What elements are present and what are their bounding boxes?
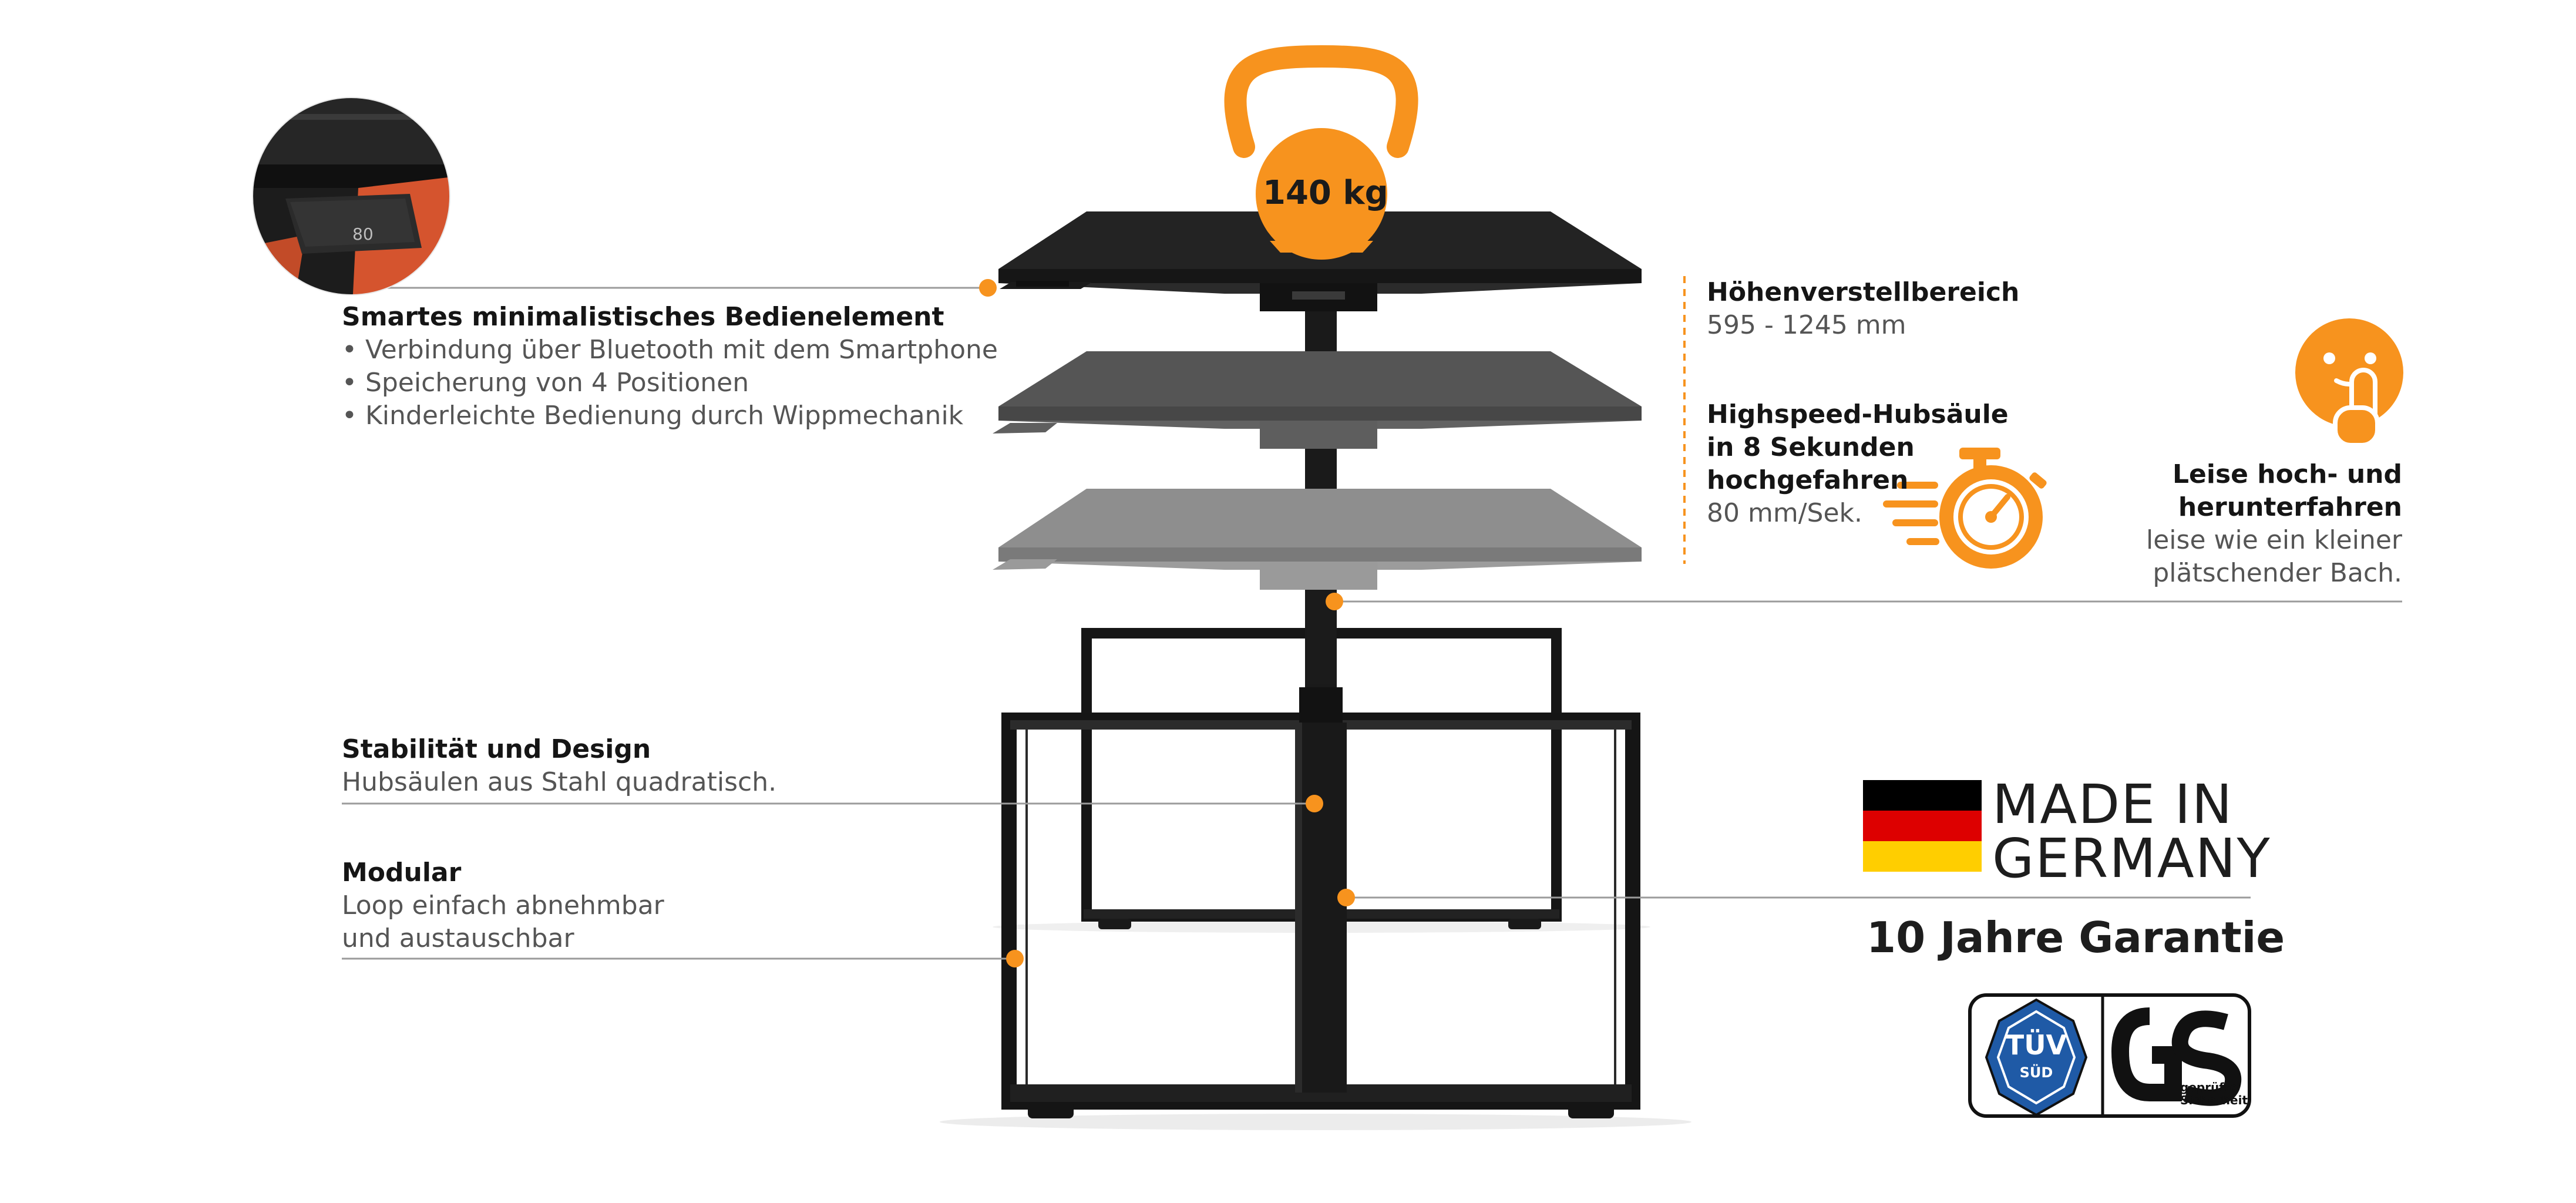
feature-title: Smartes minimalistisches Bedienelement [342,302,944,332]
height-range-title: Höhenverstellbereich [1707,277,2020,307]
gs-letters: GS [2113,999,2117,1002]
feature-title: Modular [342,858,462,888]
speed-title-line: in 8 Sekunden [1707,432,1915,462]
panel-display-value: 80 [352,224,374,244]
control-panel-zoom [252,97,450,295]
warranty-label: 10 Jahre Garantie [1867,913,2285,962]
feature-line: • Kinderleichte Bedienung durch Wippmech… [342,401,964,431]
desktop-low [993,489,1642,684]
desktop-mid [993,351,1642,449]
feature-modular: Modular Loop einfach abnehmbar und austa… [342,856,664,955]
tuv-text-top: TÜV [2005,1029,2067,1061]
tuv-text-bottom: SÜD [2019,1064,2053,1081]
made-in-line: MADE IN [1992,773,2234,836]
gs-caption: geprüfte Sicherheit [2180,1081,2248,1107]
feature-line: • Verbindung über Bluetooth mit dem Smar… [342,335,998,365]
weight-capacity-label: 140 kg [1263,174,1388,212]
feature-line: Loop einfach abnehmbar [342,891,664,920]
feature-line: Hubsäulen aus Stahl quadratisch. [342,767,777,797]
germany-line: GERMANY [1992,827,2271,890]
callout-dots [979,279,1355,967]
feature-line: und austauschbar [342,923,574,953]
speed-title-line: hochgefahren [1707,465,1909,495]
made-in-germany: MADE IN GERMANY [1992,778,2271,886]
feature-height-range: Höhenverstellbereich 595 - 1245 mm [1707,276,2019,342]
feature-stability: Stabilität und Design Hubsäulen aus Stah… [342,733,776,799]
stopwatch-icon [1883,448,2047,569]
feature-quiet: Leise hoch- und herunterfahren leise wie… [2114,458,2402,590]
feature-control-panel: Smartes minimalistisches Bedienelement •… [342,301,998,432]
shush-face-icon [2295,318,2403,448]
tuv-sud-badge-icon [1985,998,2088,1117]
kettlebell-icon [1224,45,1418,260]
certification-badges [1968,993,2251,1118]
german-flag-icon [1863,780,1982,872]
feature-title: Stabilität und Design [342,734,651,764]
speed-value: 80 mm/Sek. [1707,498,1862,528]
gs-caption-line: Sicherheit [2180,1093,2248,1107]
gs-badge-icon [2111,1007,2242,1106]
speed-title-line: Highspeed-Hubsäule [1707,399,2009,429]
quiet-line: leise wie ein kleiner [2146,525,2402,555]
floor-shadow-front [940,1114,1691,1130]
gs-caption-line: geprüfte [2180,1080,2238,1094]
quiet-line: plätschender Bach. [2153,558,2402,588]
quiet-title-line: herunterfahren [2178,492,2402,522]
callout-lines [342,287,2402,960]
quiet-title-line: Leise hoch- und [2173,459,2402,489]
feature-line: • Speicherung von 4 Positionen [342,368,749,398]
height-range-value: 595 - 1245 mm [1707,310,1906,340]
feature-speed: Highspeed-Hubsäule in 8 Sekunden hochgef… [1707,398,2009,530]
